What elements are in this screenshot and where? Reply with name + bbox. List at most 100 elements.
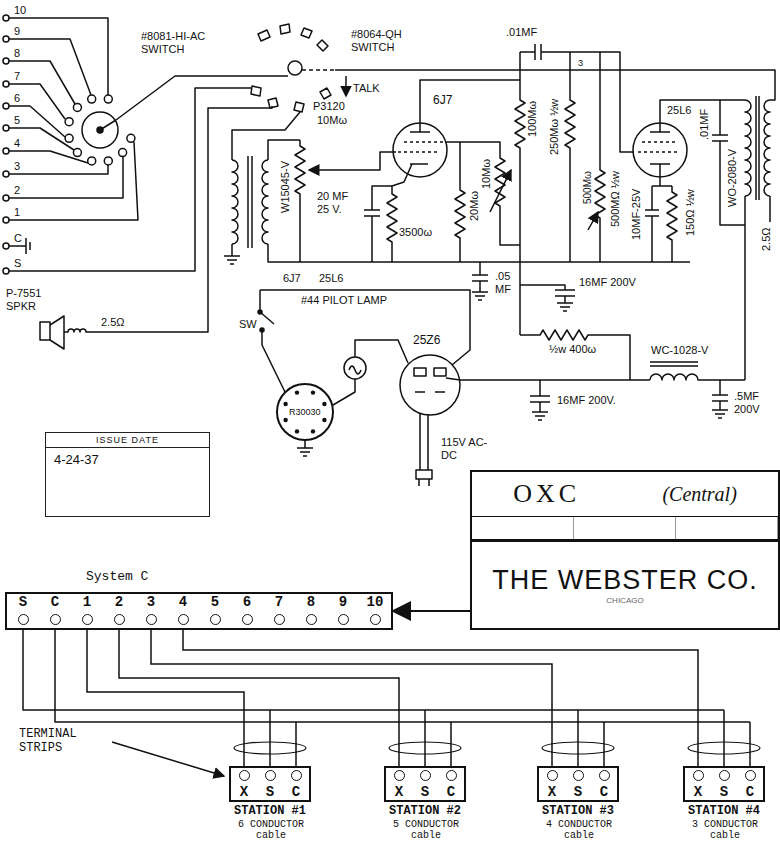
part-label: 6J7 bbox=[282, 272, 302, 285]
part-label: ½w 400ω bbox=[548, 343, 597, 356]
part-label: .05 MF bbox=[494, 270, 518, 295]
part-label: #8064-QH SWITCH bbox=[350, 28, 432, 53]
terminal-letter: X bbox=[386, 784, 412, 800]
part-label: 5 bbox=[13, 114, 21, 127]
part-label: WC-1028-V bbox=[650, 344, 709, 357]
arrow-connector bbox=[393, 610, 470, 612]
terminal-letter: S bbox=[412, 784, 438, 800]
screw-cell bbox=[539, 768, 565, 784]
terminal-cell: C bbox=[39, 594, 71, 628]
terminal-screw bbox=[394, 770, 405, 781]
part-label: 3500ω bbox=[398, 226, 433, 239]
screw-row bbox=[386, 768, 464, 784]
date-text: 4-24-37 bbox=[46, 448, 209, 471]
terminal-name: S bbox=[19, 595, 27, 610]
power-supply-symbol bbox=[258, 285, 745, 486]
terminal-name: 8 bbox=[307, 595, 315, 610]
terminal-screw bbox=[745, 770, 756, 781]
screw-cell bbox=[386, 768, 412, 784]
station-label: STATION #1 bbox=[222, 804, 318, 818]
part-label: 4 bbox=[13, 137, 21, 150]
terminal-name: 7 bbox=[275, 595, 283, 610]
part-label: 25L6 bbox=[666, 104, 692, 117]
title-cell bbox=[574, 517, 676, 539]
terminal-screw bbox=[274, 614, 285, 625]
part-label: 500Mω bbox=[582, 170, 594, 205]
part-label: 7 bbox=[13, 70, 21, 83]
terminal-name: 10 bbox=[367, 595, 384, 610]
terminal-letter: S bbox=[711, 784, 737, 800]
part-label: 500MΩ ½w bbox=[609, 170, 622, 228]
letter-row: XSC bbox=[685, 784, 763, 800]
terminal-screw bbox=[370, 614, 381, 625]
part-label: 9 bbox=[13, 25, 21, 38]
station-terminal-box: XSCSTATION #4 bbox=[676, 766, 772, 818]
terminal-cell: 6 bbox=[231, 594, 263, 628]
terminal-screw bbox=[82, 614, 93, 625]
terminal-screw bbox=[291, 770, 302, 781]
letter-row: XSC bbox=[539, 784, 617, 800]
part-label: 20Mω bbox=[468, 190, 481, 222]
station-terminal-box: XSC STATION #3 bbox=[530, 766, 626, 818]
cable-label: 6 CONDUCTOR cable bbox=[222, 819, 320, 841]
terminal-cell: 5 bbox=[199, 594, 231, 628]
screw-cell bbox=[283, 768, 309, 784]
part-label: .01MF bbox=[505, 26, 538, 39]
terminal-name: 6 bbox=[243, 595, 251, 610]
tube-25l6-symbol bbox=[633, 100, 745, 262]
terminal-screw bbox=[306, 614, 317, 625]
screw-cell bbox=[591, 768, 617, 784]
terminal-screw bbox=[178, 614, 189, 625]
drawing-number: OXC bbox=[513, 479, 580, 509]
terminal-name: 1 bbox=[83, 595, 91, 610]
terminal-strip: SC123 4 5 6 7 8 9 10 bbox=[5, 592, 393, 630]
letter-row: XSC bbox=[386, 784, 464, 800]
tube-6j7-symbol bbox=[364, 80, 520, 300]
box-heading: ISSUE DATE bbox=[46, 433, 209, 448]
terminal-name: 3 bbox=[147, 595, 155, 610]
part-label: 25Z6 bbox=[412, 334, 441, 348]
coupling-network-symbol bbox=[515, 44, 634, 335]
station-terminal-box: XSCSTATION #2 bbox=[377, 766, 473, 818]
terminal-letter: X bbox=[685, 784, 711, 800]
terminal-screw bbox=[599, 770, 610, 781]
letter-row: XSC bbox=[231, 784, 309, 800]
part-label: TERMINAL STRIPS bbox=[18, 728, 110, 756]
part-label: C bbox=[13, 232, 23, 245]
terminal-screw bbox=[114, 614, 125, 625]
part-label: P3120 bbox=[312, 100, 346, 113]
part-label: SW bbox=[238, 318, 258, 331]
part-label: R30030 bbox=[288, 407, 322, 417]
company-city: CHICAGO bbox=[606, 596, 643, 605]
system-name: (Central) bbox=[662, 483, 736, 506]
terminal-cell: 4 bbox=[167, 594, 199, 628]
station-label: STATION #3 bbox=[530, 804, 626, 818]
terminal-name: 9 bbox=[339, 595, 347, 610]
terminal-box: XSC bbox=[384, 766, 466, 802]
terminal-name: 4 bbox=[179, 595, 187, 610]
terminal-screw bbox=[446, 770, 457, 781]
part-label: 3 bbox=[577, 58, 584, 68]
terminal-screw bbox=[719, 770, 730, 781]
terminal-screw bbox=[693, 770, 704, 781]
station-terminal-box: XSC STATION #1 bbox=[222, 766, 318, 818]
part-label: 6J7 bbox=[432, 94, 453, 108]
company-name: THE WEBSTER CO. bbox=[492, 565, 758, 596]
title-cell bbox=[472, 517, 574, 539]
terminal-screw bbox=[242, 614, 253, 625]
title-block: OXC (Central) THE WEBSTER CO.CHICAGO bbox=[470, 470, 780, 630]
rotary-switch-symbol bbox=[65, 76, 288, 165]
part-label: P-7551 SPKR bbox=[5, 287, 57, 312]
terminal-cell: 2 bbox=[103, 594, 135, 628]
part-label: 2 bbox=[13, 184, 21, 197]
terminal-screw bbox=[420, 770, 431, 781]
screw-cell bbox=[711, 768, 737, 784]
part-label: .5MF 200V bbox=[733, 390, 779, 415]
terminal-cell: 9 bbox=[327, 594, 359, 628]
part-label: S bbox=[13, 257, 22, 270]
terminal-screw bbox=[146, 614, 157, 625]
cable-label: 4 CONDUCTOR cable bbox=[530, 819, 628, 841]
terminal-name: 5 bbox=[211, 595, 219, 610]
